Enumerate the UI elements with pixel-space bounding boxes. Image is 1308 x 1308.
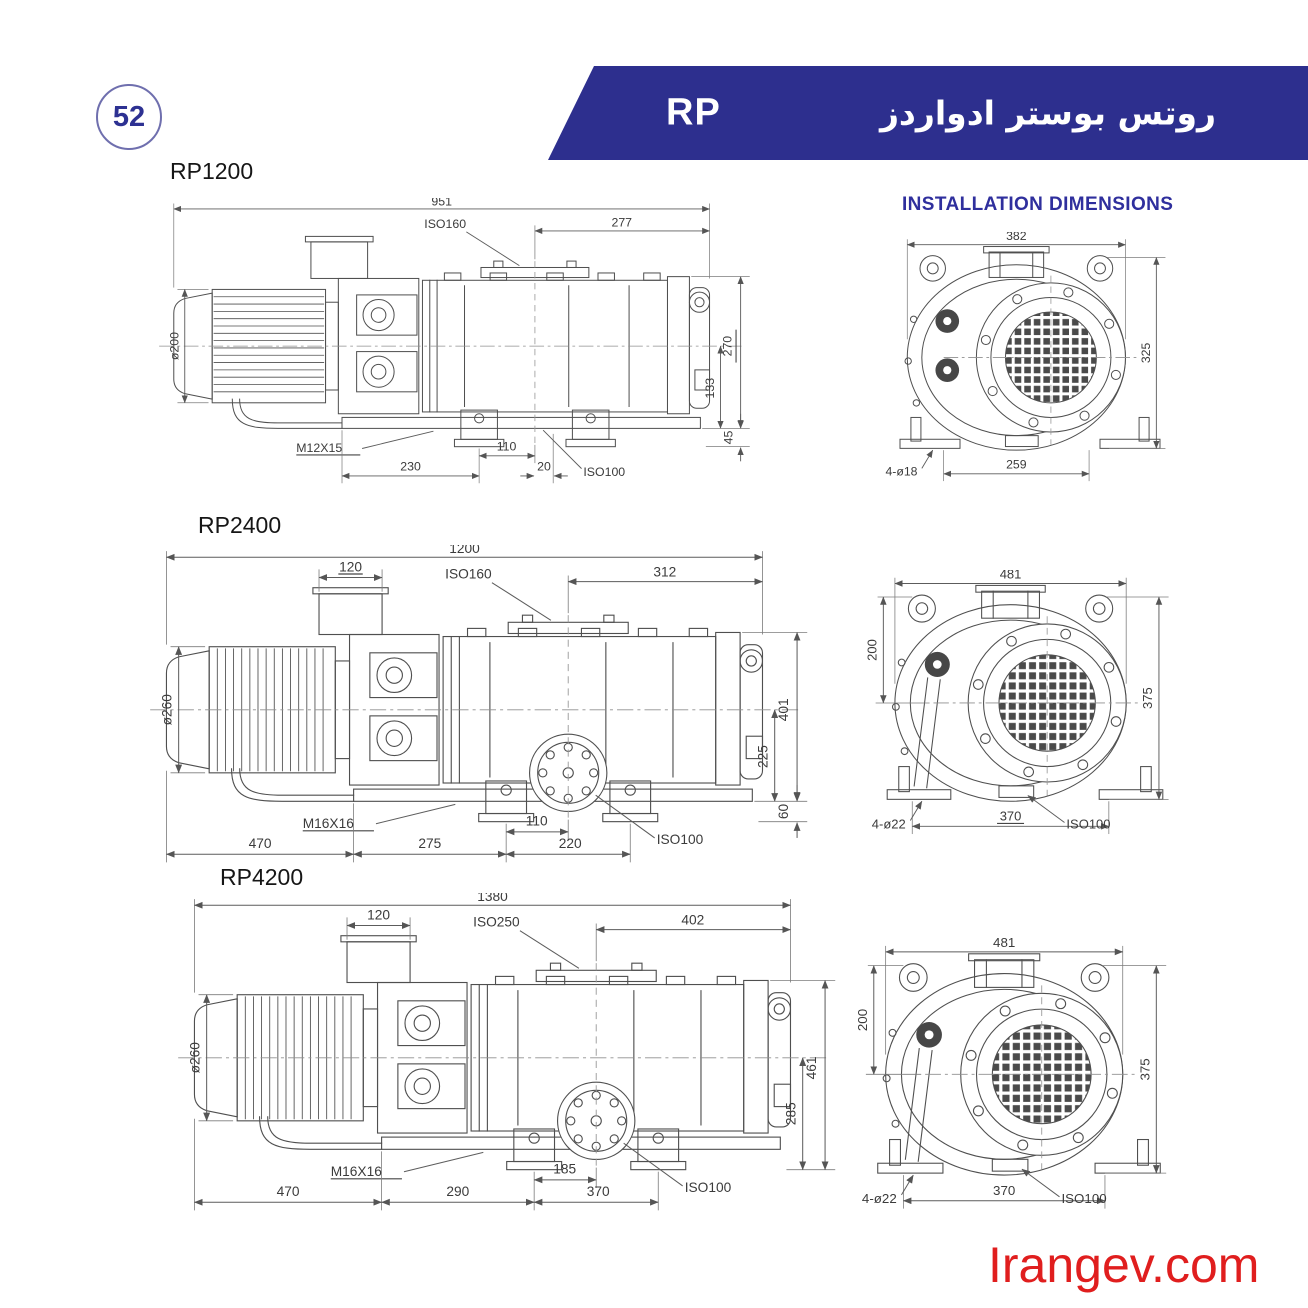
dim-height: 375 — [1140, 687, 1155, 709]
rp2400-end-drawing: 481 200 375 370 4-ø22 ISO100 — [866, 570, 1169, 835]
dim-width: 382 — [1006, 232, 1027, 243]
header-title-farsi: روتس بوستر ادواردز — [879, 93, 1216, 133]
dim-port-offset: 200 — [866, 639, 880, 661]
dim-foot-span: 370 — [1000, 809, 1022, 824]
installation-dimensions-heading: INSTALLATION DIMENSIONS — [902, 194, 1174, 215]
dimensions: 1200 120 312 ISO160 ø260 225 401 60 M16X… — [160, 545, 808, 863]
dim-c: 220 — [559, 836, 582, 851]
dim-d: 470 — [277, 1184, 300, 1199]
dim-c: 20 — [537, 459, 551, 473]
label-thread: M12X15 — [296, 441, 342, 455]
label-top-flange: ISO160 — [445, 567, 492, 582]
label-outlet-flange: ISO100 — [1066, 816, 1110, 831]
model-label-rp4200: RP4200 — [220, 864, 304, 890]
pump-end-outline — [886, 584, 1164, 802]
label-mounting-holes: 4-ø22 — [872, 816, 906, 831]
dim-foot-height: 60 — [776, 803, 791, 819]
dim-height-outer: 270 — [720, 336, 734, 357]
dim-overall-length: 1200 — [449, 545, 480, 556]
dim-motor-diameter: ø260 — [160, 694, 175, 726]
pump-side-outline — [173, 235, 711, 448]
dim-height-center: 285 — [784, 1102, 799, 1125]
dim-port-offset: 200 — [856, 1009, 870, 1031]
dim-foot-span: 259 — [1006, 457, 1027, 471]
dim-b: 290 — [446, 1184, 469, 1199]
dim-motor-diameter: ø260 — [188, 1042, 203, 1074]
label-thread: M16X16 — [303, 816, 354, 831]
page-number: 52 — [112, 100, 146, 133]
label-thread: M16X16 — [331, 1164, 382, 1179]
dimensions: 481 200 375 370 4-ø22 ISO100 — [866, 570, 1169, 835]
rp1200-side-drawing: 951 277 ISO160 ø200 133 270 45 M12X15 11… — [159, 198, 750, 484]
dim-foot-span: 370 — [993, 1183, 1015, 1198]
label-outlet-flange: ISO100 — [657, 832, 704, 847]
dimensions: 481 200 375 370 4-ø22 ISO100 — [856, 938, 1167, 1209]
label-outlet-flange: ISO100 — [1061, 1191, 1106, 1206]
dimensions: 382 325 259 4-ø18 — [885, 232, 1166, 482]
label-mounting-holes: 4-ø18 — [885, 465, 917, 479]
dimensions: 1380 120 402 ISO250 ø260 285 461 M16X16 … — [188, 893, 836, 1211]
outlet-flange-circle — [529, 733, 608, 813]
rp1200-end-drawing: 382 325 259 4-ø18 — [885, 232, 1166, 482]
dim-d: 470 — [249, 836, 272, 851]
dim-a: 110 — [526, 814, 548, 829]
dim-height-center: 225 — [756, 745, 771, 768]
pump-side-outline — [193, 935, 792, 1171]
dim-overall-length: 1380 — [477, 893, 508, 904]
pump-end-outline — [899, 246, 1161, 451]
model-label-rp1200: RP1200 — [170, 158, 254, 184]
dimensions: 951 277 ISO160 ø200 133 270 45 M12X15 11… — [167, 198, 750, 484]
product-code: RP — [666, 91, 721, 134]
header-banner: RP روتس بوستر ادواردز — [548, 66, 1308, 160]
rp2400-side-drawing: 1200 120 312 ISO160 ø260 225 401 60 M16X… — [150, 545, 808, 863]
label-top-flange: ISO250 — [473, 915, 520, 930]
dim-box-width: 120 — [367, 907, 390, 922]
page-number-badge: 52 — [96, 84, 162, 150]
dim-overall-length: 951 — [431, 198, 452, 208]
dim-box-width: 120 — [339, 559, 362, 574]
dim-a: 185 — [553, 1162, 576, 1177]
dim-height-center: 133 — [703, 378, 717, 399]
dim-b: 275 — [418, 836, 441, 851]
dim-height: 325 — [1139, 342, 1153, 363]
dim-height-outer: 401 — [776, 698, 791, 721]
dim-top-right: 402 — [681, 913, 704, 928]
dim-height: 375 — [1137, 1058, 1152, 1080]
pump-end-outline — [877, 953, 1161, 1176]
dim-top-right: 312 — [653, 565, 676, 580]
dim-width: 481 — [1000, 570, 1022, 582]
dim-height-outer: 461 — [804, 1057, 819, 1080]
rp4200-side-drawing: 1380 120 402 ISO250 ø260 285 461 M16X16 … — [178, 893, 836, 1211]
label-mounting-holes: 4-ø22 — [862, 1191, 897, 1206]
pump-side-outline — [165, 587, 764, 823]
dim-top-right: 277 — [611, 215, 632, 229]
dim-width: 481 — [993, 938, 1015, 950]
watermark-text: Irangev.com — [988, 1237, 1260, 1293]
dim-a: 110 — [497, 439, 517, 453]
rp4200-end-drawing: 481 200 375 370 4-ø22 ISO100 — [856, 938, 1167, 1209]
dim-foot-height: 45 — [721, 431, 735, 445]
dim-motor-diameter: ø200 — [167, 332, 181, 360]
label-outlet-flange: ISO100 — [685, 1180, 732, 1195]
dim-b: 230 — [400, 459, 421, 473]
dim-c: 370 — [587, 1184, 610, 1199]
model-label-rp2400: RP2400 — [198, 512, 282, 538]
label-top-flange: ISO160 — [424, 217, 466, 231]
label-outlet-flange: ISO100 — [583, 465, 625, 479]
